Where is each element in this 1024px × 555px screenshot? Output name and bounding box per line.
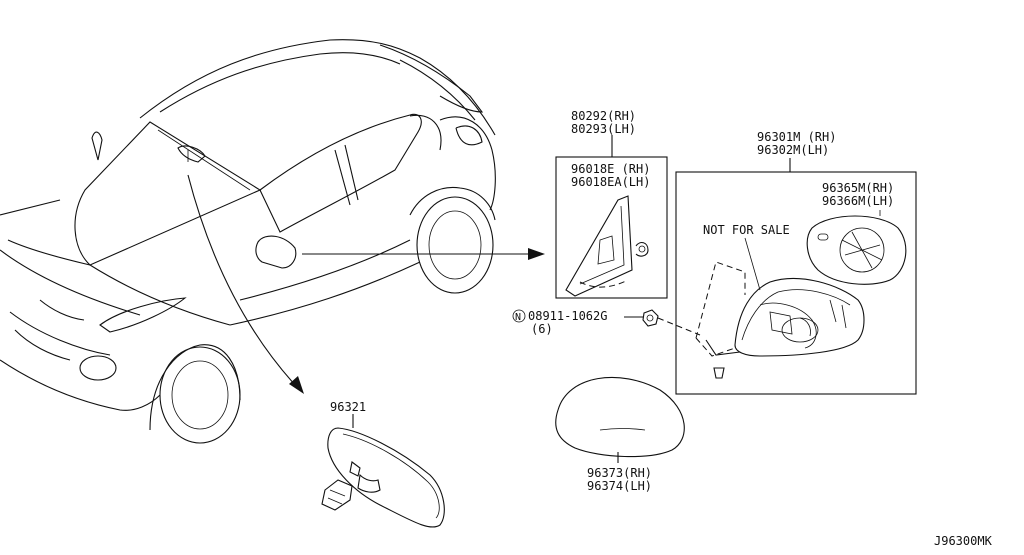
label-cover-rh: 96018E (RH) [571, 162, 650, 176]
nut-symbol-circle [512, 309, 526, 323]
label-cap-lh: 96374(LH) [587, 479, 652, 493]
labels: 80292(RH) 80293(LH) 96018E (RH) 96018EA(… [330, 109, 993, 548]
label-glass-rh: 96365M(RH) [822, 181, 894, 195]
door-mirror-arrow [302, 248, 545, 260]
label-base-rh: 80292(RH) [571, 109, 636, 123]
vehicle-illustration [0, 39, 496, 444]
nut-part [624, 309, 659, 327]
label-base-lh: 80293(LH) [571, 122, 636, 136]
label-nut-symbol: N [515, 312, 521, 323]
label-glass-lh: 96366M(LH) [822, 194, 894, 208]
label-cover-lh: 96018EA(LH) [571, 175, 650, 189]
label-not-for-sale: NOT FOR SALE [703, 223, 790, 237]
diagram-code: J96300MK [934, 534, 993, 548]
label-nut-part: 08911-1062G [528, 309, 607, 323]
mirror-cap-part [555, 376, 685, 463]
label-cap-rh: 96373(RH) [587, 466, 652, 480]
label-assy-rh: 96301M (RH) [757, 130, 836, 144]
mirror-assembly-box [657, 158, 917, 395]
label-nut-qty: (6) [531, 322, 553, 336]
inner-mirror-part [321, 427, 445, 528]
label-assy-lh: 96302M(LH) [757, 143, 829, 157]
inner-mirror-arrow [187, 174, 304, 394]
label-inner-mirror: 96321 [330, 400, 366, 414]
